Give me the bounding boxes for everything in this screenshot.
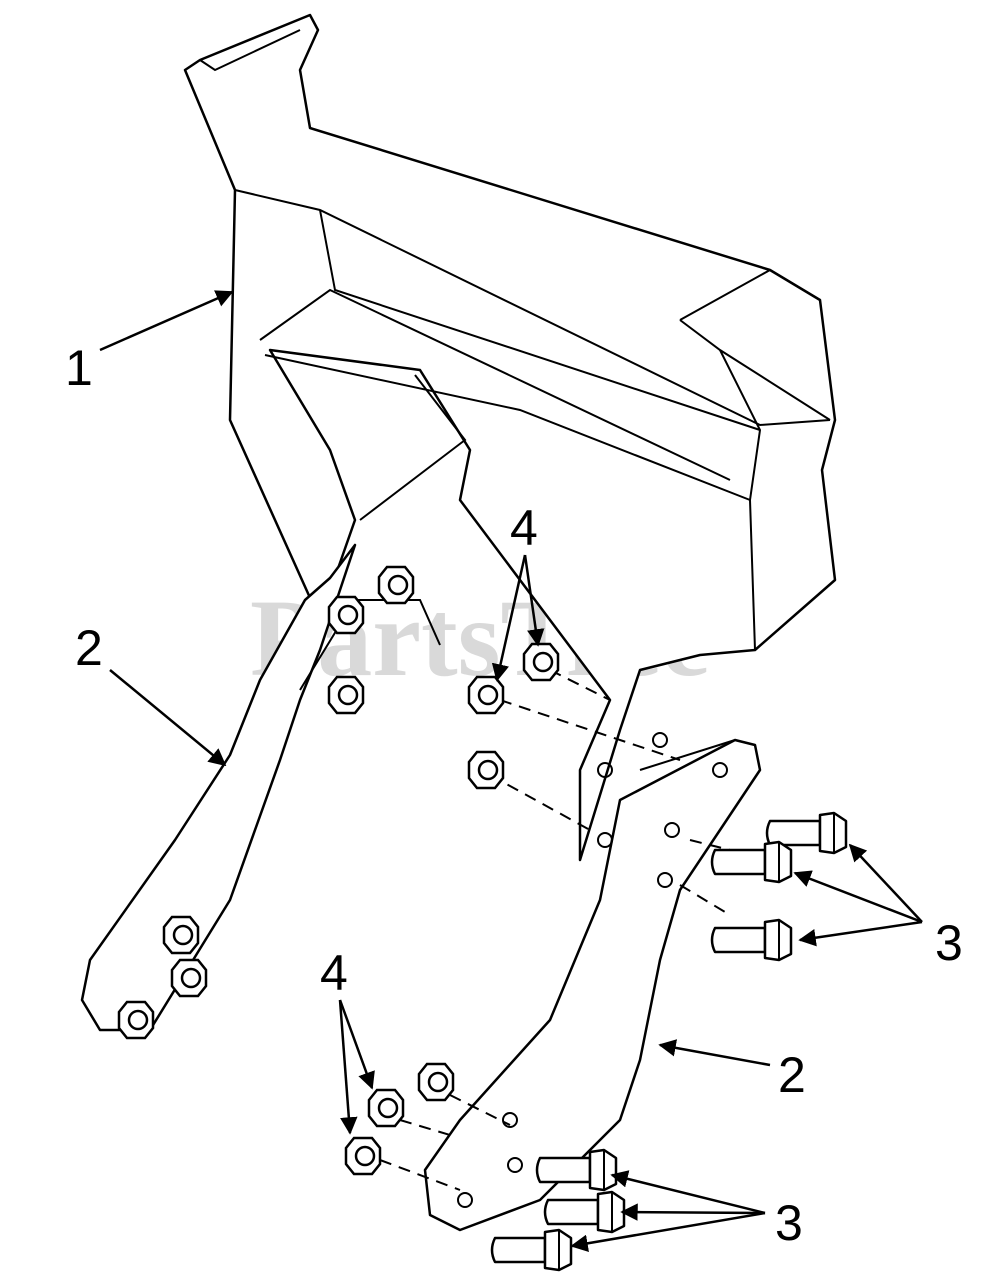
callout-4-upper: 4 [510,500,538,556]
callout-4-lower: 4 [320,945,348,1001]
callout-2-left: 2 [75,620,103,676]
callout-3-lower: 3 [775,1195,803,1251]
side-plate-right [423,732,762,1232]
callout-1: 1 [65,340,93,396]
alignment-lines [379,669,731,1191]
callout-3-upper: 3 [935,915,963,971]
callout-2-right: 2 [778,1047,806,1103]
weight-bracket [183,13,837,862]
leader-lines [99,290,923,1252]
bolt-group-upper [710,811,848,962]
